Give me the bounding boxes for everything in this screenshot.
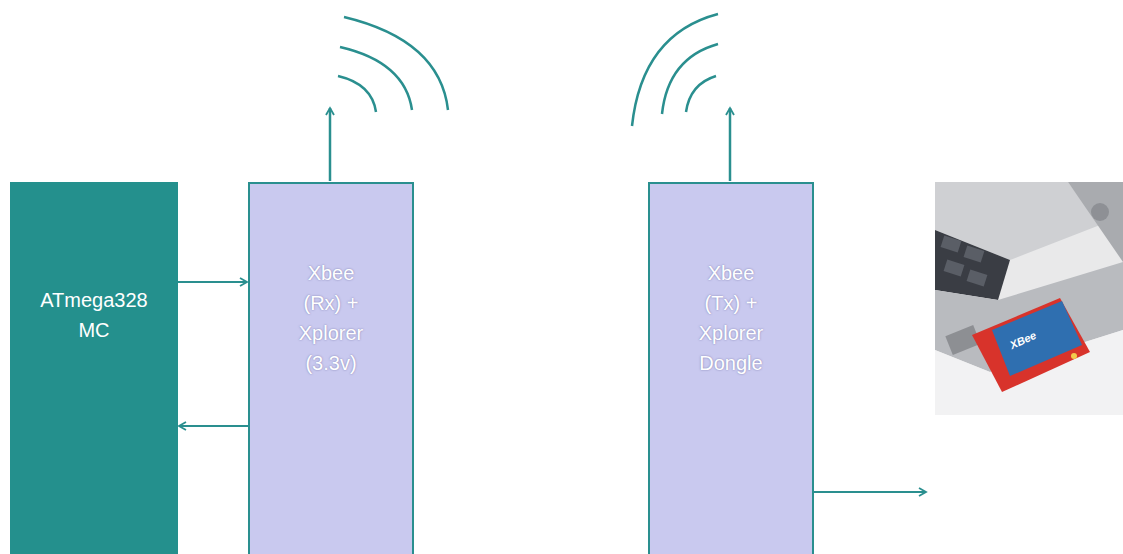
antenna-symbol: [632, 14, 730, 181]
radio-module-box: Xbee (Tx) + Xplorer Dongle: [648, 182, 814, 554]
laptop-photo: [935, 182, 1123, 415]
signal-arrow: [178, 281, 247, 283]
microcontroller-box: ATmega328 MC: [10, 182, 178, 554]
radio-module-box: Xbee (Rx) + Xplorer (3.3v): [248, 182, 414, 554]
node-label: Xbee (Tx) + Xplorer Dongle: [699, 258, 763, 378]
output-arrow: [814, 491, 926, 493]
antenna-symbol: [330, 17, 448, 181]
node-label: ATmega328 MC: [40, 285, 147, 345]
signal-arrow: [179, 425, 248, 427]
node-label: Xbee (Rx) + Xplorer (3.3v): [299, 258, 363, 378]
